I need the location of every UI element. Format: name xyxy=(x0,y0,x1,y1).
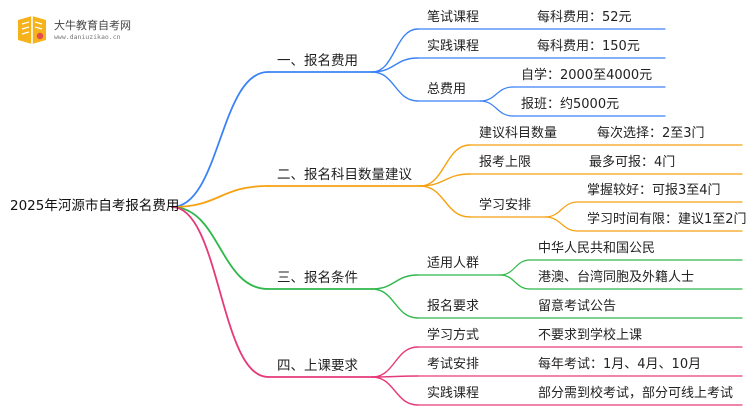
sub-limit: 报考上限 xyxy=(479,155,532,170)
sub-study-mode: 学习方式 xyxy=(427,328,480,343)
leaf-exam-months: 每年考试：1月、4月、10月 xyxy=(538,357,702,372)
logo-url: www.daniuzikao.cn xyxy=(54,33,121,41)
sub-requirements: 报名要求 xyxy=(427,299,480,314)
leaf-max: 最多可报：4门 xyxy=(589,155,676,170)
site-logo: 大牛教育自考网 www.daniuzikao.cn xyxy=(14,12,174,50)
leaf-class: 报班：约5000元 xyxy=(521,97,620,112)
root-topic: 2025年河源市自考报名费用 xyxy=(10,198,180,214)
branch-subject-count: 二、报名科目数量建议 xyxy=(277,167,412,183)
connector-b1-s2 xyxy=(371,57,419,73)
leaf-notice: 留意考试公告 xyxy=(538,299,617,314)
branch-class-requirements: 四、上课要求 xyxy=(277,358,358,374)
leaf-practice-mode: 部分需到校考试，部分可线上考试 xyxy=(538,386,734,401)
connector-b2-s3-l1 xyxy=(544,201,579,218)
sub-exam-schedule: 考试安排 xyxy=(427,357,480,372)
connector-b2-s2 xyxy=(419,173,471,187)
leaf-each-choice: 每次选择：2至3门 xyxy=(597,126,705,141)
sub-written-course: 笔试课程 xyxy=(427,10,480,25)
sub-practice-course-2: 实践课程 xyxy=(427,386,480,401)
connector-b2-s1 xyxy=(419,144,471,187)
leaf-good-grasp: 掌握较好：可报3至4门 xyxy=(587,183,721,198)
connector-b1-s3 xyxy=(371,71,419,102)
connector-b4-s1 xyxy=(371,346,419,378)
connector-root-b4 xyxy=(171,206,269,378)
leaf-no-attendance: 不要求到学校上课 xyxy=(538,328,643,343)
connector-b3-s1-l2 xyxy=(499,274,531,290)
sub-eligible: 适用人群 xyxy=(427,256,480,271)
connector-b1-s1 xyxy=(371,28,419,73)
connector-b1-s3-l2 xyxy=(479,100,514,117)
branch-fees: 一、报名费用 xyxy=(277,53,358,69)
connector-b2-s3-l2 xyxy=(544,216,579,232)
logo-name: 大牛教育自考网 xyxy=(54,19,131,32)
sub-recommended-count: 建议科目数量 xyxy=(479,126,558,141)
sub-total-fee: 总费用 xyxy=(427,82,467,97)
leaf-citizens: 中华人民共和国公民 xyxy=(538,241,656,256)
connector-b3-s1 xyxy=(371,274,419,290)
leaf-overseas: 港澳、台湾同胞及外籍人士 xyxy=(538,270,695,285)
connector-root-b2 xyxy=(171,185,269,208)
connector-b1-s3-l1 xyxy=(479,86,514,102)
leaf-limited-time: 学习时间有限：建议1至2门 xyxy=(587,212,747,227)
connector-b4-s3 xyxy=(371,376,419,406)
connector-root-b1 xyxy=(171,71,269,208)
leaf-written-fee: 每科费用：52元 xyxy=(537,10,632,25)
connector-root-b3 xyxy=(171,206,269,290)
connector-b3-s1-l1 xyxy=(499,259,531,276)
sub-practice-course: 实践课程 xyxy=(427,39,480,54)
branch-conditions: 三、报名条件 xyxy=(277,270,358,286)
book-logo-icon xyxy=(18,16,46,44)
connector-b2-s3 xyxy=(419,185,471,218)
leaf-practice-fee: 每科费用：150元 xyxy=(537,39,640,54)
leaf-self-study: 自学：2000至4000元 xyxy=(521,68,653,83)
sub-study-plan: 学习安排 xyxy=(479,198,532,213)
connector-b3-s2 xyxy=(371,288,419,319)
